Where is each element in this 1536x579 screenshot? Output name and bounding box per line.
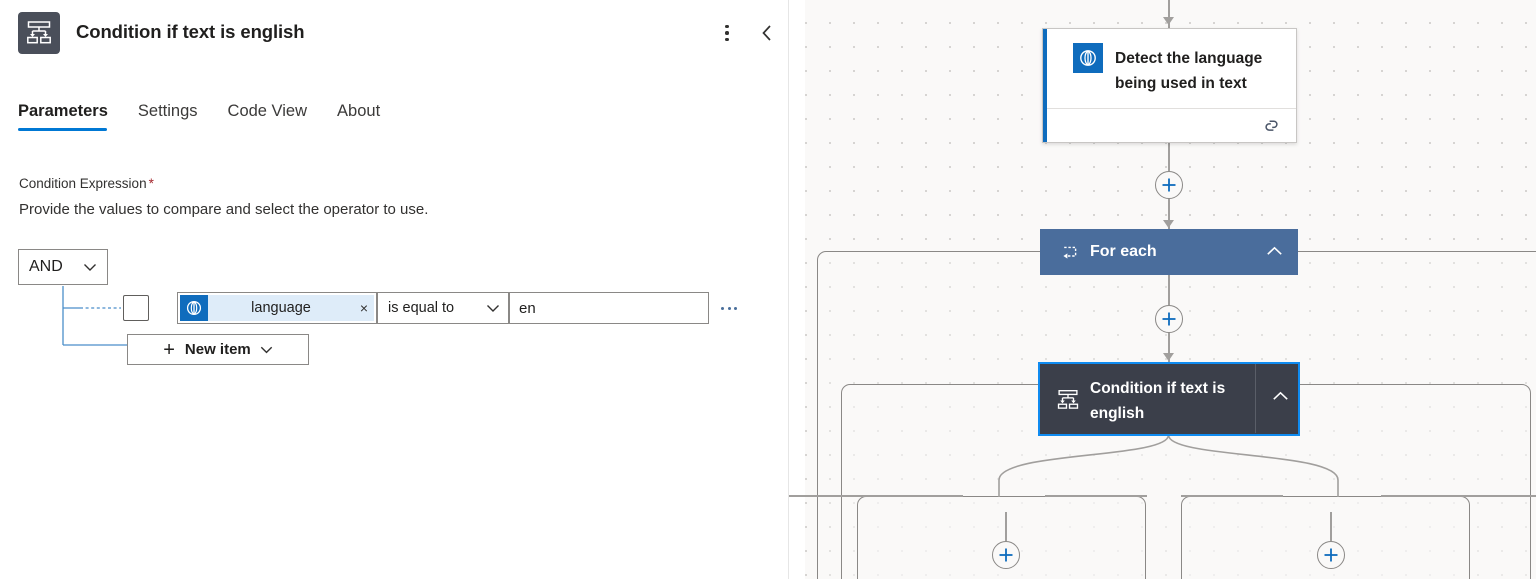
chevron-down-icon bbox=[487, 304, 499, 312]
edge-plus-to-foreach bbox=[1168, 199, 1170, 229]
tab-settings[interactable]: Settings bbox=[137, 102, 198, 120]
token-label: language bbox=[251, 300, 311, 316]
node-accent-bar bbox=[1043, 29, 1047, 142]
add-step-button-1[interactable] bbox=[1155, 171, 1183, 199]
condition-icon bbox=[18, 12, 60, 54]
action-details-panel: Condition if text is english Parameters … bbox=[0, 0, 789, 579]
node-detect-language[interactable]: Detect the language being used in text bbox=[1042, 28, 1297, 143]
condition-expression-label: Condition Expression* bbox=[19, 176, 154, 191]
chevron-up-icon[interactable] bbox=[1266, 243, 1283, 261]
edge-true-left bbox=[789, 495, 963, 497]
chevron-up-icon[interactable] bbox=[1272, 388, 1289, 406]
logic-operator-value: AND bbox=[29, 258, 63, 275]
condition-left-operand-field[interactable]: language × bbox=[177, 292, 377, 324]
condition-expression-description: Provide the values to compare and select… bbox=[19, 201, 429, 218]
condition-row-checkbox[interactable] bbox=[123, 295, 149, 321]
plus-icon: + bbox=[163, 338, 175, 361]
edge-false-to-plus bbox=[1330, 512, 1332, 541]
node-divider bbox=[1255, 364, 1256, 433]
add-step-true-button[interactable] bbox=[992, 541, 1020, 569]
arrow-into-detect-icon bbox=[1163, 17, 1174, 25]
add-step-button-2[interactable] bbox=[1155, 305, 1183, 333]
language-globe-icon bbox=[180, 295, 208, 321]
edge-foreach-to-plus bbox=[1168, 275, 1170, 305]
edge-plus-to-condition bbox=[1168, 333, 1170, 362]
node-title: For each bbox=[1090, 243, 1157, 260]
more-options-icon[interactable] bbox=[713, 18, 741, 48]
condition-builder: AND language bbox=[18, 249, 758, 379]
node-body: Detect the language being used in text bbox=[1047, 29, 1296, 108]
condition-value-input[interactable]: en bbox=[509, 292, 709, 324]
tab-parameters[interactable]: Parameters bbox=[18, 102, 108, 131]
panel-header: Condition if text is english bbox=[0, 0, 789, 70]
language-globe-icon bbox=[1073, 43, 1103, 73]
arrow-into-condition-icon bbox=[1163, 353, 1174, 361]
condition-icon bbox=[1057, 389, 1079, 411]
chevron-down-icon bbox=[260, 346, 273, 354]
tab-about[interactable]: About bbox=[337, 102, 381, 120]
panel-tabs: Parameters Settings Code View About bbox=[18, 102, 410, 138]
node-condition-selected[interactable]: Condition if text is english bbox=[1038, 362, 1300, 436]
required-marker: * bbox=[148, 176, 154, 191]
condition-operator-value: is equal to bbox=[388, 300, 455, 316]
edge-true-right bbox=[1045, 495, 1147, 497]
condition-operator-select[interactable]: is equal to bbox=[377, 292, 509, 324]
token-remove-icon[interactable]: × bbox=[359, 300, 369, 316]
edge-false-right bbox=[1381, 495, 1536, 497]
condition-value-text: en bbox=[519, 299, 536, 317]
edge-top-into-detect bbox=[1168, 0, 1170, 28]
plus-icon bbox=[1162, 312, 1176, 326]
token-chip[interactable]: language × bbox=[180, 295, 374, 321]
node-title: Detect the language being used in text bbox=[1115, 50, 1263, 93]
edge-true-to-plus bbox=[1005, 512, 1007, 541]
chevron-down-icon bbox=[84, 263, 96, 271]
plus-icon bbox=[1162, 178, 1176, 192]
plus-icon bbox=[1324, 548, 1338, 562]
add-step-false-button[interactable] bbox=[1317, 541, 1345, 569]
loop-icon bbox=[1061, 244, 1079, 260]
condition-expression-label-text: Condition Expression bbox=[19, 176, 147, 191]
branch-split-edges bbox=[998, 435, 1339, 497]
logic-operator-select[interactable]: AND bbox=[18, 249, 108, 285]
node-for-each[interactable]: For each bbox=[1040, 229, 1298, 275]
collapse-chevron-icon[interactable] bbox=[752, 18, 782, 48]
node-footer bbox=[1047, 108, 1296, 144]
plus-icon bbox=[999, 548, 1013, 562]
page-title: Condition if text is english bbox=[76, 21, 305, 42]
node-title: Condition if text is english bbox=[1090, 380, 1226, 423]
canvas-left-margin bbox=[789, 0, 805, 579]
row-more-options-icon[interactable] bbox=[718, 297, 740, 319]
link-chain-icon[interactable] bbox=[1262, 117, 1282, 140]
edge-detect-to-plus bbox=[1168, 143, 1170, 171]
new-item-label: New item bbox=[184, 341, 251, 358]
new-item-button[interactable]: + New item bbox=[127, 334, 309, 365]
edge-false-left bbox=[1181, 495, 1283, 497]
tab-code-view[interactable]: Code View bbox=[227, 102, 308, 120]
arrow-into-foreach-icon bbox=[1163, 220, 1174, 228]
